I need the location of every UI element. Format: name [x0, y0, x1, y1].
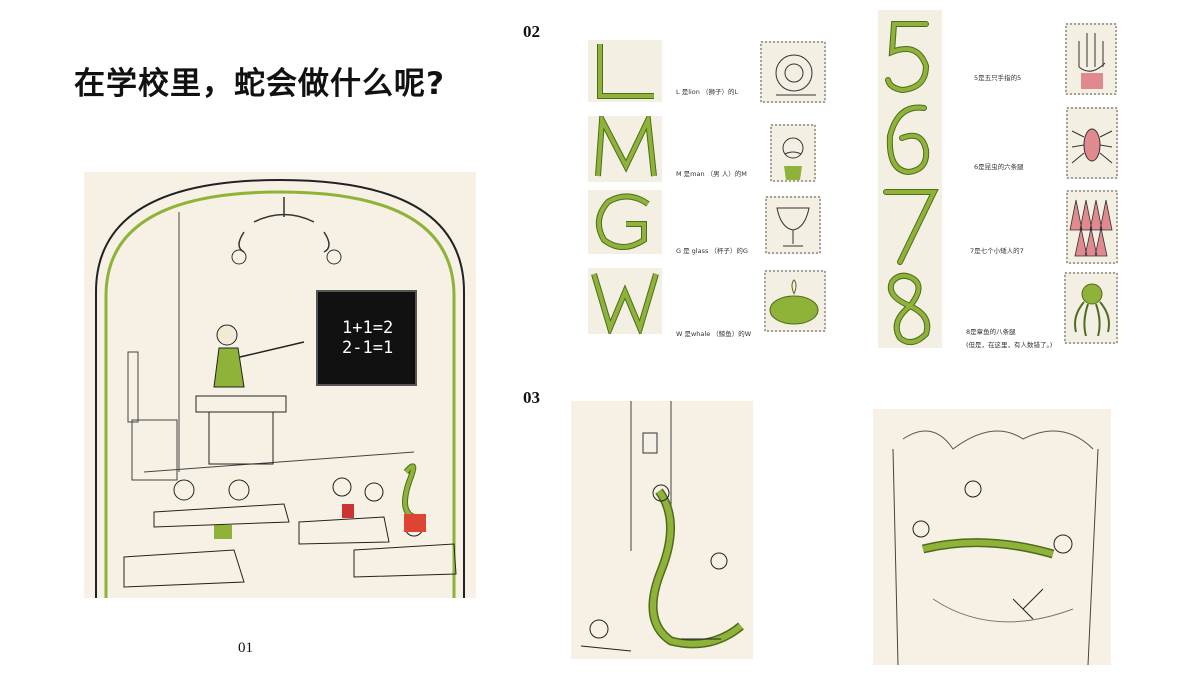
caption-01: 01: [238, 640, 253, 656]
letter-column: [588, 40, 662, 334]
letter-tile-g: [588, 190, 662, 254]
classroom-illustration: 1+1=2 2-1=1: [84, 172, 476, 598]
number-caption-5: 5是五只手指的5: [974, 74, 1022, 82]
street-illustration: [571, 401, 753, 659]
page-title: 在学校里，蛇会做什么呢?: [74, 66, 445, 102]
man-illustration: [770, 124, 816, 182]
section-label-02: 02: [523, 22, 540, 41]
letter-caption-l: L 是lion （狮子）的L: [676, 88, 739, 96]
glass-illustration: [765, 196, 821, 254]
park-illustration: [873, 409, 1111, 665]
blackboard-line-1: 1+1=2: [342, 318, 394, 338]
blackboard-text: 1+1=2 2-1=1: [342, 318, 393, 358]
dwarfs-illustration: [1066, 190, 1118, 264]
hand-illustration: [1065, 23, 1117, 95]
number-caption-6: 6是昆虫的六条腿: [974, 163, 1024, 171]
letter-caption-g: G 是 glass （杯子）的G: [676, 247, 748, 255]
number-column: [878, 10, 942, 348]
letter-tile-l: [588, 40, 662, 102]
lion-illustration: [760, 41, 826, 103]
number-caption-8: 8是章鱼的八条腿: [966, 328, 1016, 336]
number-caption-8-note: (但是，在这里，有人数错了。): [966, 341, 1053, 349]
letter-tile-m: [588, 116, 662, 182]
whale-illustration: [764, 270, 826, 332]
octopus-illustration: [1064, 272, 1118, 344]
letter-caption-m: M 是man （男 人）的M: [676, 170, 747, 178]
letter-tile-w: [588, 268, 662, 334]
insect-illustration: [1066, 107, 1118, 179]
blackboard-line-2: 2-1=1: [342, 338, 394, 358]
section-label-03: 03: [523, 388, 540, 407]
letter-caption-w: W 是whale （鲸鱼）的W: [676, 330, 752, 338]
number-caption-7: 7是七个小矮人的7: [970, 247, 1024, 255]
